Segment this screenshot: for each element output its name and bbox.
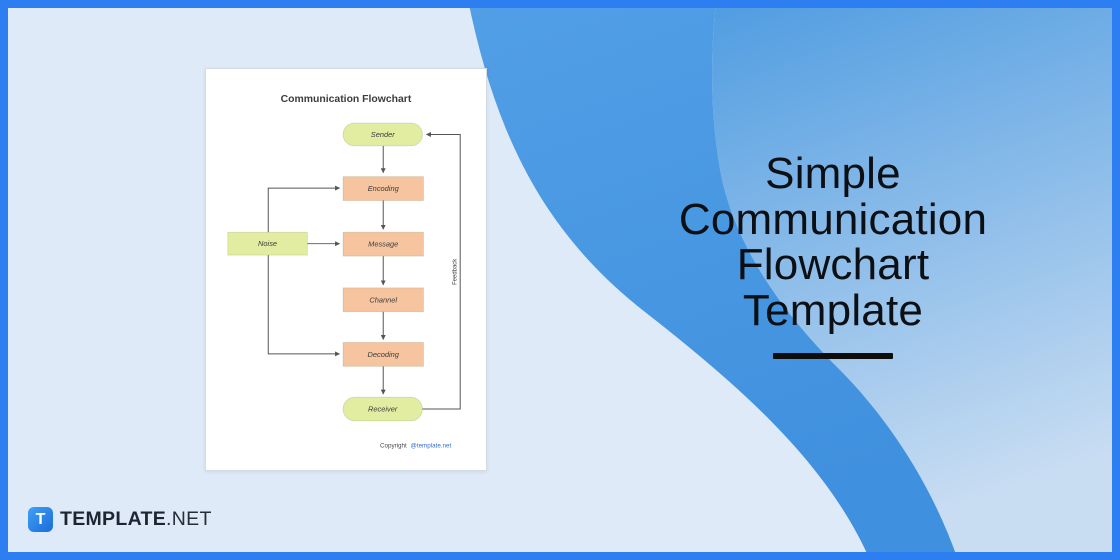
document-title: Communication Flowchart — [281, 94, 412, 105]
flow-nodes — [227, 122, 424, 422]
copyright-line: Copyright @template.net — [380, 443, 451, 450]
feedback-line-label: Feedback — [453, 259, 459, 285]
node-message-label: Message — [368, 240, 398, 249]
flowchart-canvas: Communication Flowchart — [227, 94, 461, 450]
arrow-noise-decoding — [267, 255, 341, 357]
node-message — [342, 231, 424, 257]
wave-light-panel — [712, 0, 1120, 560]
hero-title-line-1: Simple — [765, 149, 901, 198]
node-noise-label: Noise — [258, 239, 277, 248]
brand-logo[interactable]: T TEMPLATE.NET — [28, 507, 212, 532]
hero-underline — [773, 353, 893, 359]
node-channel — [342, 287, 424, 313]
node-sender — [342, 122, 423, 147]
brand-name-suffix: .NET — [166, 508, 212, 530]
hero-title-line-2: Communication — [678, 194, 988, 244]
node-sender-label: Sender — [371, 130, 396, 139]
wave-blue-swoosh — [468, 0, 958, 560]
node-decoding-label: Decoding — [368, 350, 400, 359]
hero-title-line-4: Template — [742, 285, 924, 335]
copyright-prefix: Copyright — [380, 443, 407, 450]
hero-title: Simple Communication Flowchart Template — [658, 151, 1008, 359]
flow-connectors — [267, 131, 461, 410]
node-channel-label: Channel — [369, 295, 397, 304]
node-noise — [227, 231, 308, 256]
node-decoding — [342, 342, 424, 367]
arrow-noise-encoding — [267, 185, 341, 233]
copyright-template-link[interactable]: @template.net — [410, 443, 451, 450]
node-encoding-label: Encoding — [368, 184, 400, 193]
arrow-feedback-loop — [422, 131, 461, 410]
node-encoding — [342, 176, 424, 201]
hero-title-line-3: Flowchart — [736, 240, 930, 289]
node-receiver-label: Receiver — [368, 404, 398, 413]
template-net-logo-icon[interactable]: T — [28, 507, 53, 532]
document-preview: Communication Flowchart — [205, 68, 487, 471]
brand-wordmark: TEMPLATE.NET — [60, 508, 212, 531]
node-receiver — [342, 396, 423, 422]
brand-name-bold: TEMPLATE — [60, 508, 167, 530]
flow-node-labels: Sender Encoding Message Channel Decoding… — [258, 130, 400, 414]
